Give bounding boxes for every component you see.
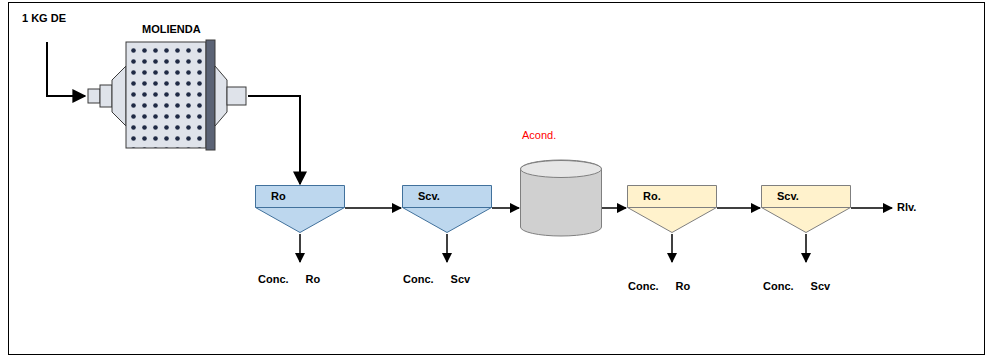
product-label: Conc. Ro <box>628 280 690 292</box>
cell-outline <box>255 185 345 233</box>
product-label: Conc. Ro <box>258 273 320 285</box>
cell-outline <box>627 185 717 233</box>
cell-outline <box>761 185 851 233</box>
tank-top <box>521 161 602 178</box>
cell-rim <box>403 207 492 208</box>
flotation-cell: Ro <box>255 185 345 233</box>
flow-arrow <box>602 207 626 209</box>
cell-rim <box>762 207 851 208</box>
cell-name: Ro. <box>627 185 661 207</box>
cell-body <box>762 186 851 233</box>
tailings-label: Rlv. <box>897 201 916 213</box>
mill-node: MOLIENDA <box>86 42 248 150</box>
unit-title: Acond. <box>522 128 556 142</box>
cell-rim <box>256 207 345 208</box>
flow-arrow <box>492 207 519 209</box>
product-label: Conc. Scv <box>403 273 470 285</box>
cell-name: Scv. <box>402 185 440 207</box>
cell-body <box>628 186 717 233</box>
product-label: Conc. Scv <box>763 280 830 292</box>
flow-arrow <box>248 96 300 184</box>
flotation-cell: Ro. <box>627 185 717 233</box>
cell-body <box>403 186 492 233</box>
feed-label: 1 KG DE <box>22 12 66 24</box>
flotation-cell: Scv. <box>761 185 851 233</box>
cell-outline <box>402 185 492 233</box>
conditioner-tank: Acond. <box>520 160 602 236</box>
tank-body <box>521 160 602 236</box>
cell-body <box>256 186 345 233</box>
ball-mill <box>88 40 246 150</box>
cell-name: Ro <box>255 185 286 207</box>
flow-arrow <box>345 207 401 209</box>
feed-arrow <box>47 42 85 96</box>
cell-rim <box>628 207 717 208</box>
frame <box>9 3 985 355</box>
flotation-cell: Scv. <box>402 185 492 233</box>
tank-outline <box>520 160 602 236</box>
unit-title: MOLIENDA <box>142 22 201 36</box>
flow-arrow <box>717 207 760 209</box>
cell-name: Scv. <box>761 185 799 207</box>
